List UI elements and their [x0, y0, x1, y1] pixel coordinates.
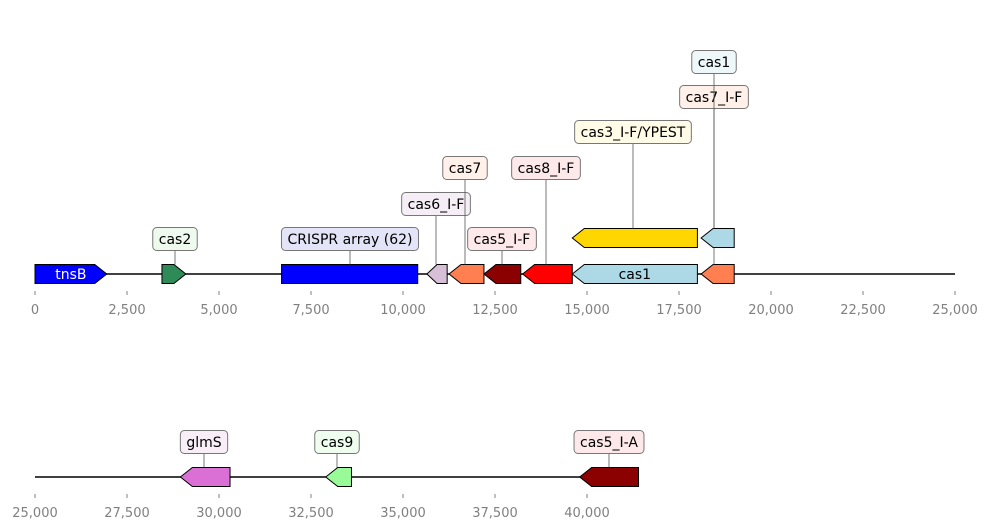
- gene-label-box: [442, 156, 488, 180]
- gene-tnsb: tnsB: [34, 264, 108, 284]
- gene-cas5-i-f: cas5_I-F: [467, 227, 537, 284]
- axis-tick-label: 40,000: [564, 506, 610, 521]
- gene-arrow: [34, 264, 108, 284]
- gene-label: cas9: [321, 435, 353, 451]
- gene-label-box: [573, 430, 645, 454]
- gene-label: cas3_I-F/YPEST: [581, 125, 686, 141]
- gene-cas2: cas2: [152, 227, 198, 284]
- gene-label: cas1: [698, 55, 730, 71]
- gene-label-box: [467, 227, 537, 251]
- axis-tick-label: 2,500: [108, 303, 145, 318]
- gene-cas1: cas1: [571, 264, 698, 284]
- gene-arrow: [700, 264, 735, 284]
- genome-axis: 25,000 27,500 30,000 32,500 35,000 37,500 40,0…: [12, 494, 610, 521]
- gene-cas8-i-f: cas8_I-F: [511, 156, 581, 284]
- gene-label: CRISPR array (62): [287, 232, 412, 248]
- gene-label: cas5_I-F: [474, 232, 531, 248]
- gene-cas9: cas9: [314, 430, 360, 487]
- axis-tick-label: 27,500: [104, 506, 150, 521]
- gene-label-box: [691, 50, 737, 74]
- gene-label-box: [179, 430, 229, 454]
- gene-arrow: [448, 264, 485, 284]
- axis-tick-label: 15,000: [564, 303, 610, 318]
- gene-label-box: [314, 430, 360, 454]
- gene-label-box: [152, 227, 198, 251]
- gene-cas5-i-a: cas5_I-A: [573, 430, 645, 487]
- gene-label: cas8_I-F: [518, 161, 575, 177]
- gene-cas1: cas1: [691, 50, 737, 248]
- gene-label: cas5_I-A: [580, 435, 638, 451]
- gene-label: cas2: [159, 232, 191, 248]
- gene-arrow: [324, 467, 352, 487]
- gene-label: glmS: [186, 435, 221, 451]
- gene-arrow: [483, 264, 522, 284]
- gene-label: cas7: [449, 161, 481, 177]
- axis-tick-label: 10,000: [380, 303, 426, 318]
- gene-glms: glmS: [179, 430, 231, 487]
- gene-arrow: [571, 228, 698, 248]
- gene-arrow: [571, 264, 698, 284]
- gene-track-1: 0 2,500 5,000 7,500 10,000 12,500 15,000 17,500…: [31, 50, 978, 318]
- genome-axis: 0 2,500 5,000 7,500 10,000 12,500 15,000 17,500…: [31, 291, 978, 318]
- gene-label-box: [574, 120, 692, 144]
- axis-tick-label: 20,000: [748, 303, 794, 318]
- gene-arrow: [161, 264, 187, 284]
- gene-arrow: [700, 228, 735, 248]
- gene-track-2: 25,000 27,500 30,000 32,500 35,000 37,500 40,0…: [12, 430, 645, 521]
- axis-tick-label: 12,500: [472, 303, 518, 318]
- gene-label-box: [401, 192, 471, 216]
- gene-label: cas6_I-F: [408, 197, 465, 213]
- gene-cas6-i-f: cas6_I-F: [401, 192, 471, 284]
- axis-tick-label: 17,500: [656, 303, 702, 318]
- gene-cas3-i-f-ypest: cas3_I-F/YPEST: [571, 120, 698, 248]
- gene-label: cas1: [619, 267, 651, 283]
- gene-label-box: [280, 227, 420, 251]
- gene-cas7: cas7: [442, 156, 488, 284]
- axis-tick-label: 25,000: [932, 303, 978, 318]
- axis-tick-label: 30,000: [196, 506, 242, 521]
- axis-tick-label: 32,500: [288, 506, 334, 521]
- axis-tick-label: 35,000: [380, 506, 426, 521]
- gene-label: tnsB: [55, 267, 86, 283]
- axis-tick-label: 0: [31, 303, 39, 318]
- axis-tick-label: 5,000: [200, 303, 237, 318]
- gene-arrow: [578, 467, 640, 487]
- gene-arrow: [179, 467, 231, 487]
- gene-crispr-array-62: CRISPR array (62): [280, 227, 420, 284]
- axis-tick-label: 7,500: [292, 303, 329, 318]
- axis-tick-label: 37,500: [472, 506, 518, 521]
- axis-tick-label: 25,000: [12, 506, 58, 521]
- gene-arrow: [521, 264, 573, 284]
- axis-tick-label: 22,500: [840, 303, 886, 318]
- gene-arrow: [281, 264, 419, 284]
- gene-label-box: [511, 156, 581, 180]
- gene-arrow: [426, 264, 448, 284]
